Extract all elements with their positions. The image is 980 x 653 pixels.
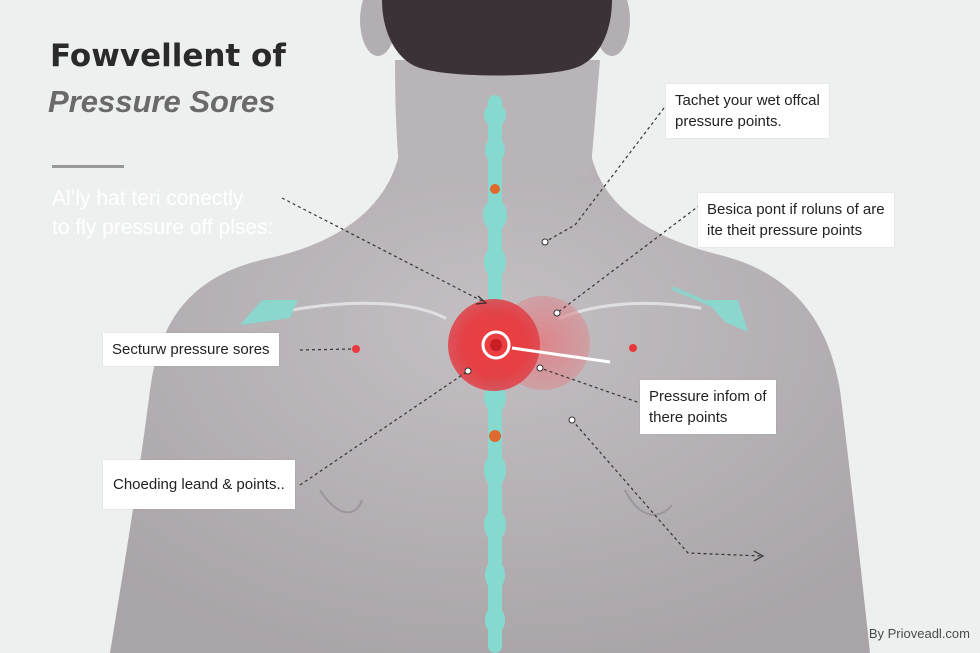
label-right-upper-line-2: ite theit pressure points (707, 222, 863, 239)
label-left-lower-line-1: Choeding leand & points.. (113, 476, 285, 493)
intro-text: Alʼly hat teri conectly to fly pressure … (52, 184, 312, 242)
right-shoulder-accent-line (671, 286, 713, 307)
left-shoulder-accent (240, 300, 298, 325)
pressure-center-dot (490, 339, 502, 351)
callout-lines (281, 107, 763, 557)
label-right-upper: Besica pont if roluns of are ite theit p… (698, 193, 894, 247)
marker-right-shoulder (629, 344, 637, 352)
hair (382, 0, 612, 76)
label-left-upper-line-1: Secturw pressure sores (112, 341, 270, 358)
callout-endpoints (464, 238, 576, 424)
label-right-lower: Pressure infom of there points (640, 380, 776, 434)
marker-left-shoulder (352, 345, 360, 353)
title-main: Fowvellent of (50, 38, 286, 74)
intro-line-2: to fly pressure off plses: (52, 216, 274, 239)
title-divider (52, 165, 124, 168)
intro-line-1: Alʼly hat teri conectly (52, 187, 244, 210)
right-scapula-line (624, 489, 673, 516)
pressure-pointer-line (511, 346, 611, 364)
right-shoulder-accent (705, 300, 748, 332)
label-right-lower-line-1: Pressure infom of (649, 388, 767, 405)
label-top-right: Tachet your wet offcal pressure points. (666, 84, 829, 138)
label-right-upper-line-1: Besica pont if roluns of are (707, 201, 885, 218)
left-collar-line (290, 301, 447, 320)
pressure-center-ring (481, 330, 511, 360)
label-left-upper: Secturw pressure sores (103, 333, 279, 366)
arrow-head-center (475, 295, 488, 305)
title-subtitle: Pressure Sores (48, 84, 276, 119)
marker-upper-spine (490, 184, 500, 194)
label-left-lower: Choeding leand & points.. (103, 460, 295, 509)
arrow-head-lower-right (753, 550, 765, 562)
label-top-right-line-1: Tachet your wet offcal (675, 92, 820, 109)
left-scapula-line (319, 489, 363, 514)
label-right-lower-line-2: there points (649, 409, 728, 426)
credit-text: By Prioveadl.com (868, 626, 970, 641)
marker-mid-spine (489, 430, 501, 442)
label-top-right-line-2: pressure points. (675, 113, 782, 130)
